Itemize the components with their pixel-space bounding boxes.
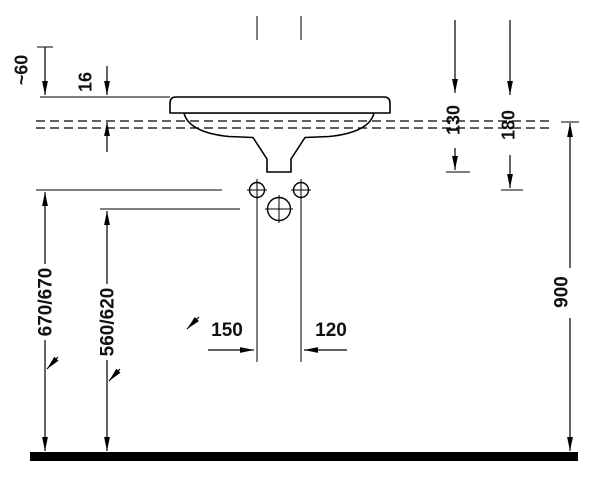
basin-rim-outline [169, 96, 391, 114]
dim-560-ref-arrow [108, 368, 121, 382]
dim-label-rim-to-floor: 900 [552, 276, 573, 308]
dim-label-top-clearance: ~60 [11, 55, 31, 86]
faucet-hole-left [247, 179, 267, 201]
dim-label-total-depth: 180 [498, 110, 518, 140]
faucet-hole-right [291, 179, 311, 201]
dim-label-left-offset: 150 [211, 320, 243, 341]
dim-label-right-offset: 120 [315, 320, 347, 341]
dim-150-ref-arrow [186, 316, 200, 330]
washbasin-outline [169, 96, 391, 173]
drain-hole [265, 195, 293, 223]
floor-line [30, 452, 578, 461]
dim-label-inner-height: 560/620 [98, 288, 119, 357]
dim-label-basin-depth: 130 [443, 105, 463, 135]
dim-670-ref-arrow [46, 356, 59, 370]
basin-bowl-outline [183, 112, 375, 173]
dim-label-outer-height: 670/670 [36, 268, 57, 337]
dim-label-rim-height: 16 [75, 72, 95, 92]
